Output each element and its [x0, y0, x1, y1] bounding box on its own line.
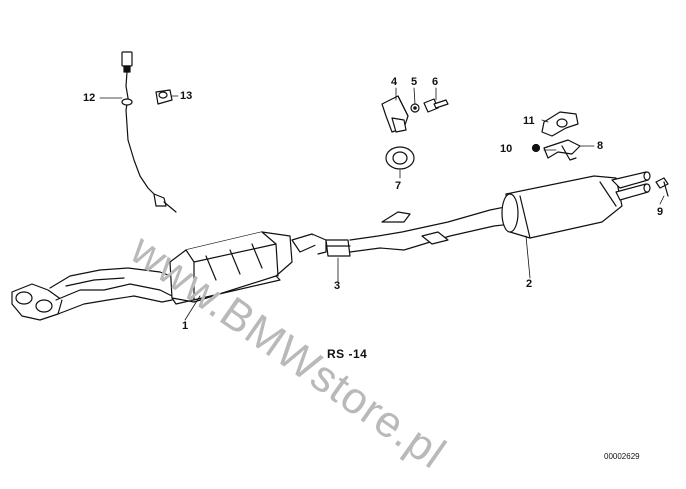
diagram-title: RS -14: [327, 347, 368, 361]
rubber-hanger-11: [541, 111, 579, 137]
callout-9: 9: [657, 206, 664, 218]
callout-5: 5: [411, 76, 418, 88]
front-downpipe: [11, 267, 177, 321]
callout-3: 3: [334, 280, 341, 292]
callout-1: 1: [182, 320, 189, 332]
clamp-sleeve: [325, 239, 351, 257]
tail-pipes: [611, 171, 651, 201]
callout-6: 6: [432, 76, 439, 88]
lambda-sensor-12: [121, 51, 177, 213]
bracket-8: [531, 139, 581, 161]
callout-2: 2: [526, 278, 533, 290]
bracket-4: [381, 95, 409, 133]
callout-12: 12: [83, 92, 96, 104]
rear-silencer: [501, 175, 623, 239]
callout-10: 10: [500, 143, 513, 155]
callout-11: 11: [523, 115, 535, 127]
callout-13: 13: [180, 90, 193, 102]
callout-8: 8: [597, 140, 604, 152]
bolt-6: [423, 98, 449, 113]
grommet-13: [155, 89, 173, 105]
diagram-code: 00002629: [604, 452, 640, 461]
callout-7: 7: [395, 180, 402, 192]
leader-lines: [99, 87, 665, 321]
screw-9: [655, 177, 669, 197]
washer-5: [410, 103, 420, 113]
callout-4: 4: [391, 76, 398, 88]
intermediate-pipe: [349, 205, 513, 253]
catalytic-converter: [169, 231, 327, 305]
rubber-mount-7: [385, 146, 415, 170]
